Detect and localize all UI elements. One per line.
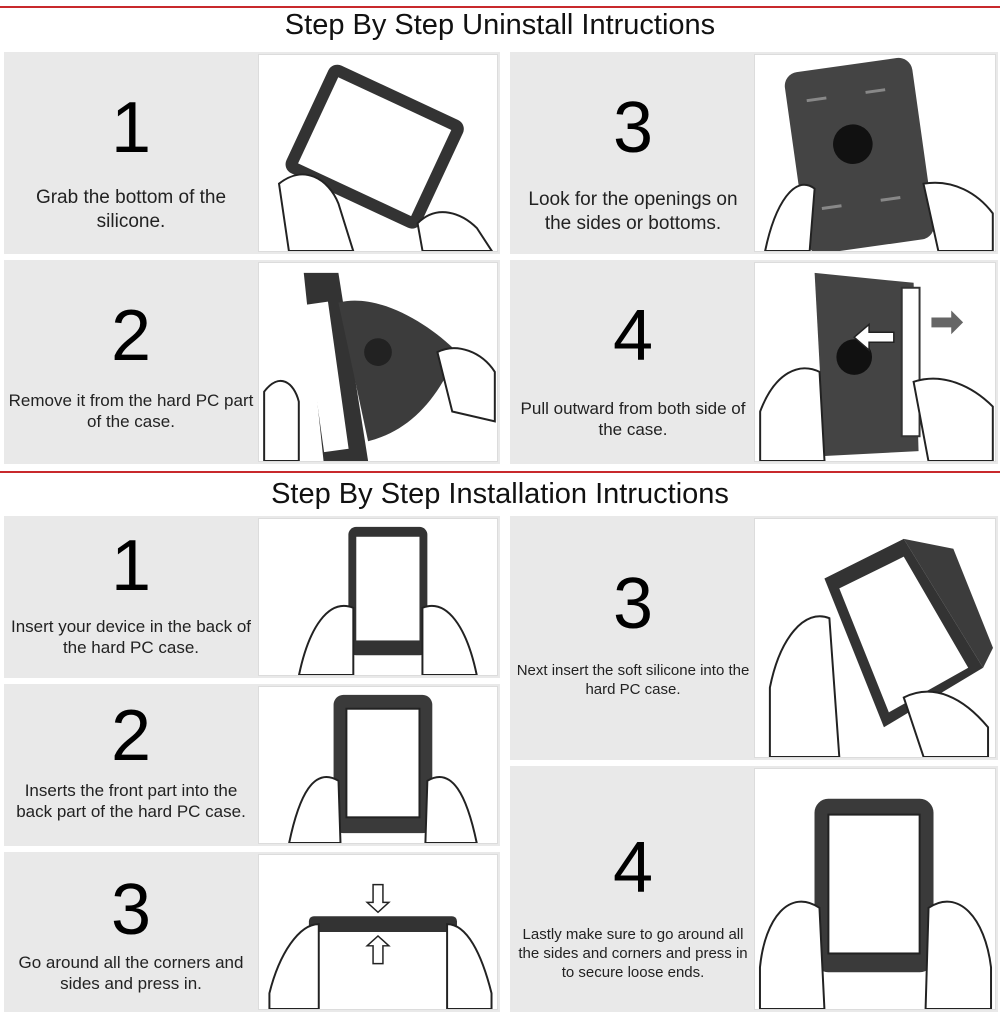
install-step-4-card: 4 Lastly make sure to go around all the … (510, 766, 998, 1012)
step-number: 3 (612, 88, 654, 168)
secure-ends-illustration (754, 768, 996, 1010)
tablet-grab-illustration (258, 54, 498, 252)
step-number: 1 (110, 526, 152, 606)
step-caption: Pull outward from both side of the case. (520, 399, 746, 440)
step-number: 4 (612, 828, 654, 908)
step-number: 4 (612, 296, 654, 376)
uninstall-title: Step By Step Uninstall Intructions (284, 9, 716, 41)
step-caption: Look for the openings on the sides or bo… (528, 189, 738, 234)
step-number: 3 (612, 564, 654, 644)
install-step-2-card: 2 Inserts the front part into the back p… (4, 684, 500, 846)
uninstall-step-1-card: 1 Grab the bottom of the silicone. (4, 52, 500, 254)
insert-front-illustration (258, 686, 498, 844)
uninstall-step-2-card: 2 Remove it from the hard PC part of the… (4, 260, 500, 464)
case-back-illustration (754, 54, 996, 252)
step-number: 2 (110, 296, 152, 376)
top-divider (0, 6, 1000, 8)
remove-silicone-illustration (258, 262, 498, 462)
press-corners-illustration (258, 854, 498, 1010)
step-number: 2 (110, 696, 152, 776)
install-step-1-card: 1 Insert your device in the back of the … (4, 516, 500, 678)
step-caption: Remove it from the hard PC part of the c… (8, 391, 254, 432)
step-number: 1 (110, 88, 152, 168)
install-title: Step By Step Installation Intructions (271, 478, 729, 510)
section-divider (0, 471, 1000, 473)
pull-outward-illustration (754, 262, 996, 462)
insert-silicone-illustration (754, 518, 996, 758)
uninstall-step-4-card: 4 Pull outward from both side of the cas… (510, 260, 998, 464)
step-caption: Next insert the soft silicone into the h… (516, 662, 750, 698)
step-caption: Inserts the front part into the back par… (16, 781, 246, 822)
install-step-3-card: 3 Go around all the corners and sides an… (4, 852, 500, 1012)
insert-device-illustration (258, 518, 498, 676)
step-caption: Insert your device in the back of the ha… (10, 617, 252, 658)
step-caption: Lastly make sure to go around all the si… (518, 926, 748, 981)
step-caption: Go around all the corners and sides and … (18, 953, 244, 994)
install-step-3b-card: 3 Next insert the soft silicone into the… (510, 516, 998, 760)
step-number: 3 (110, 870, 152, 950)
step-caption: Grab the bottom of the silicone. (35, 187, 227, 232)
uninstall-step-3-card: 3 Look for the openings on the sides or … (510, 52, 998, 254)
